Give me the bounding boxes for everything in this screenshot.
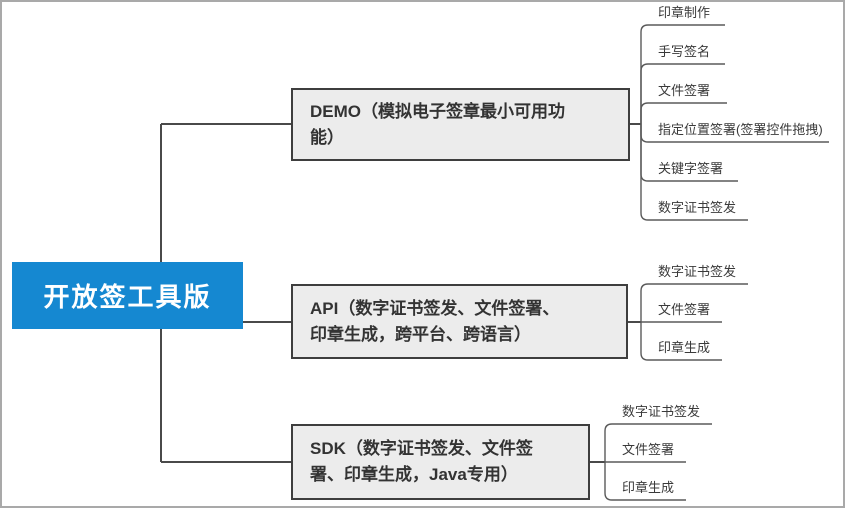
sdk-leaf-cert-issuing[interactable]: 数字证书签发 bbox=[622, 404, 701, 419]
branch-node-sdk[interactable]: SDK（数字证书签发、文件签 署、印章生成，Java专用） bbox=[291, 424, 590, 500]
demo-leaf-cert-issuing[interactable]: 数字证书签发 bbox=[658, 200, 737, 215]
branch-demo-label: DEMO（模拟电子签章最小可用功 能） bbox=[310, 101, 565, 147]
demo-leaf-keyword-signing[interactable]: 关键字签署 bbox=[658, 161, 724, 176]
demo-leaf-1-line bbox=[640, 24, 725, 124]
branch-node-api[interactable]: API（数字证书签发、文件签署、 印章生成，跨平台、跨语言） bbox=[291, 284, 628, 359]
sdk-leaf-1-line bbox=[604, 423, 712, 462]
demo-leaf-seal-making[interactable]: 印章制作 bbox=[658, 5, 711, 20]
branch-sdk-label: SDK（数字证书签发、文件签 署、印章生成，Java专用） bbox=[310, 439, 533, 484]
demo-leaf-position-signing[interactable]: 指定位置签署(签署控件拖拽) bbox=[658, 122, 823, 137]
sdk-leaf-seal-generation[interactable]: 印章生成 bbox=[622, 480, 675, 495]
root-node[interactable]: 开放签工具版 bbox=[12, 262, 243, 329]
api-leaf-1-line bbox=[640, 283, 748, 322]
sdk-leaf-file-signing[interactable]: 文件签署 bbox=[622, 442, 675, 457]
demo-leaf-3-line bbox=[640, 102, 727, 124]
root-node-label: 开放签工具版 bbox=[43, 282, 212, 312]
demo-leaf-6-line bbox=[640, 124, 748, 221]
branch-node-demo[interactable]: DEMO（模拟电子签章最小可用功 能） bbox=[291, 88, 630, 161]
demo-leaf-handwritten-sign[interactable]: 手写签名 bbox=[658, 44, 711, 59]
sdk-leaf-3-line bbox=[604, 462, 686, 501]
api-leaf-file-signing[interactable]: 文件签署 bbox=[658, 302, 711, 317]
api-leaf-seal-generation[interactable]: 印章生成 bbox=[658, 340, 711, 355]
demo-leaf-2-line bbox=[640, 63, 725, 124]
branch-api-label: API（数字证书签发、文件签署、 印章生成，跨平台、跨语言） bbox=[310, 298, 560, 344]
demo-leaf-file-signing[interactable]: 文件签署 bbox=[658, 83, 711, 98]
api-leaf-cert-issuing[interactable]: 数字证书签发 bbox=[658, 264, 737, 279]
api-leaf-3-line bbox=[640, 322, 722, 361]
